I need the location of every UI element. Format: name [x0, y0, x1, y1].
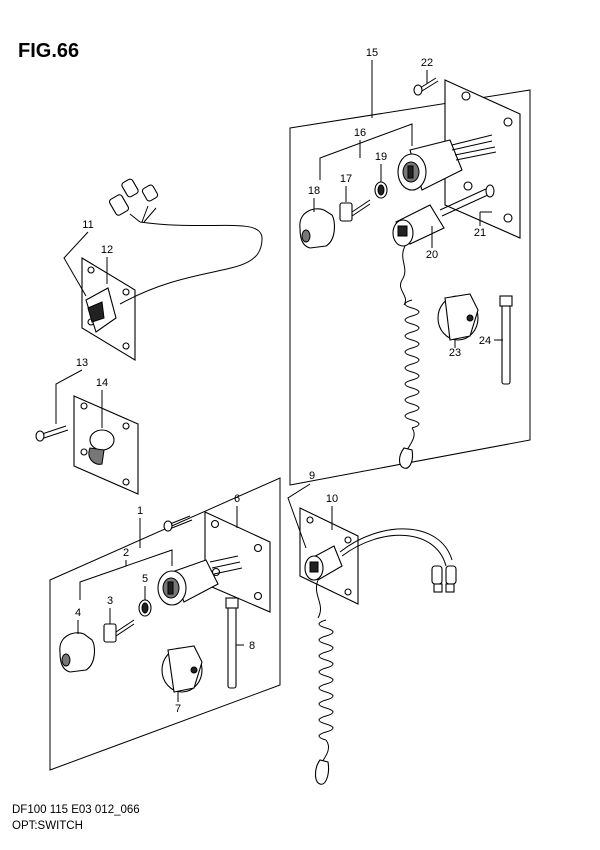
callout-18: 18 — [308, 185, 320, 197]
stop-switch-20 — [392, 184, 495, 306]
ring-5 — [138, 599, 152, 617]
panel-1 — [49, 477, 281, 771]
callout-7: 7 — [175, 703, 181, 715]
callout-10: 10 — [326, 493, 338, 505]
model-code: DF100 115 E03 012_066 — [12, 804, 140, 816]
callout-6: 6 — [234, 493, 240, 505]
screw-13 — [35, 425, 69, 442]
callout-24: 24 — [479, 335, 491, 347]
lanyard-coil-upper — [398, 299, 420, 469]
callout-11: 11 — [82, 219, 93, 231]
switch-9 — [299, 507, 457, 605]
ring-19 — [374, 181, 388, 199]
cap-4 — [59, 632, 96, 673]
lamp-23 — [437, 293, 479, 341]
lamp-7 — [161, 645, 203, 693]
ignition-switch-16 — [397, 134, 497, 191]
callout-5: 5 — [142, 573, 148, 585]
callout-9: 9 — [309, 470, 315, 482]
callout-4: 4 — [75, 607, 81, 619]
callout-12: 12 — [101, 244, 113, 256]
callout-22: 22 — [421, 57, 433, 69]
plate-21 — [444, 79, 521, 239]
plate-6 — [204, 511, 271, 613]
switch-11 — [81, 178, 263, 361]
cap-18 — [299, 208, 336, 249]
callout-labels: 1 2 3 4 5 6 7 8 9 10 11 12 13 14 15 16 1… — [75, 47, 491, 715]
callout-2: 2 — [123, 547, 129, 559]
callout-1: 1 — [137, 505, 143, 517]
section-label: OPT:SWITCH — [12, 820, 83, 832]
leader-lines — [55, 60, 503, 702]
callout-15: 15 — [366, 47, 378, 59]
switch-13 — [73, 395, 139, 495]
lanyard-coil-lower — [314, 579, 334, 785]
key-3 — [103, 619, 135, 643]
callout-3: 3 — [107, 595, 113, 607]
ignition-switch-2 — [157, 555, 243, 606]
figure-title: FIG.66 — [18, 40, 79, 62]
callout-23: 23 — [449, 347, 461, 359]
clamp-8 — [225, 597, 239, 689]
callout-21: 21 — [474, 227, 486, 239]
callout-20: 20 — [426, 249, 438, 261]
callout-8: 8 — [249, 640, 255, 652]
screw-1 — [163, 515, 193, 532]
clamp-24 — [499, 295, 513, 385]
callout-13: 13 — [76, 357, 88, 369]
callout-19: 19 — [375, 151, 387, 163]
callout-17: 17 — [340, 173, 352, 185]
screw-22 — [413, 77, 439, 96]
callout-16: 16 — [354, 127, 366, 139]
key-17 — [339, 199, 371, 222]
callout-14: 14 — [96, 377, 108, 389]
